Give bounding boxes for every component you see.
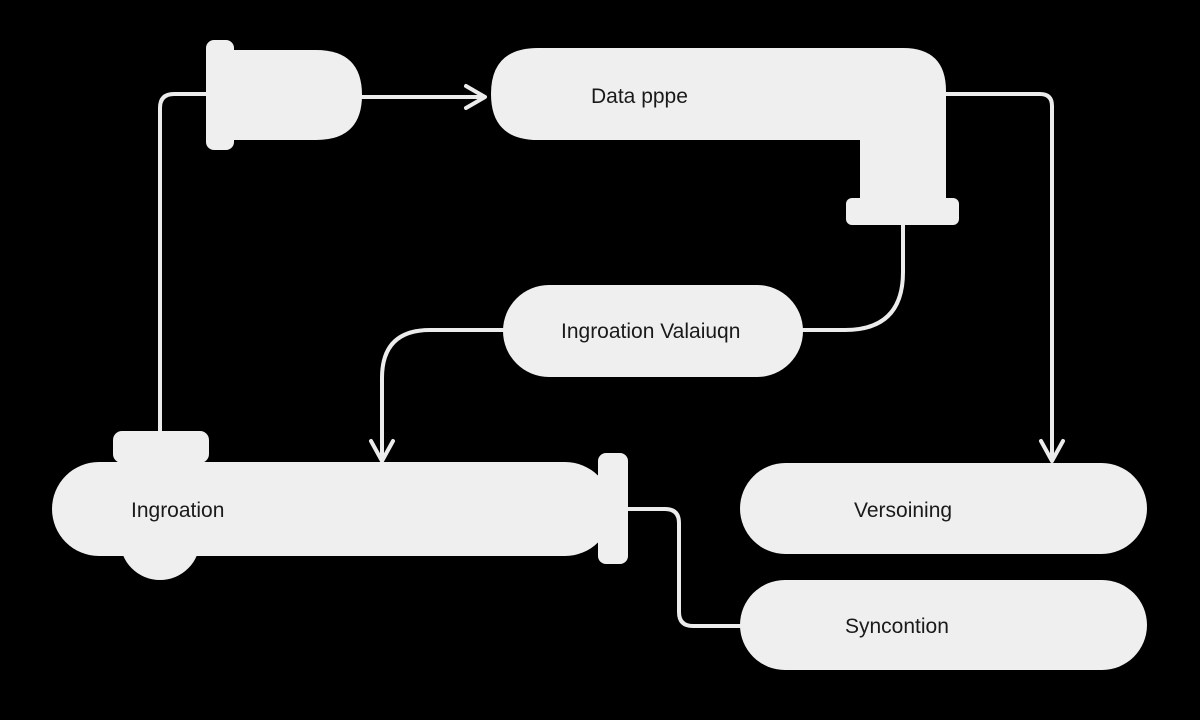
connector-data-pipe-to-versioning (943, 92, 1054, 460)
pipe-outlet-flange (846, 198, 959, 225)
synchronization-label: Syncontion (845, 615, 949, 638)
connector-pipe-outlet-to-validation (798, 222, 905, 332)
connector-ingestion-to-synchronization (625, 507, 744, 628)
connector-ingestion-to-valve (158, 92, 210, 438)
versioning-node: Versoining (740, 463, 1147, 554)
connector-validation-to-ingestion (380, 328, 507, 460)
ingestion-end-flange (598, 453, 628, 564)
ingestion-validation-node: Ingroation Valaiuqn (503, 285, 803, 377)
ingestion-node: Ingroation (52, 431, 628, 580)
connectors (158, 84, 1065, 628)
arrowhead-versioning (1039, 439, 1065, 463)
arrowhead-ingestion (369, 439, 395, 463)
arrowhead-data-pipe (464, 84, 487, 110)
ingestion-top-flange (113, 431, 209, 463)
data-pipe-label: Data pppe (591, 85, 688, 108)
ingestion-label: Ingroation (131, 499, 224, 522)
valve-shape (206, 40, 362, 150)
data-pipe-node: Data pppe (491, 48, 959, 225)
versioning-label: Versoining (854, 499, 952, 522)
ingestion-validation-label: Ingroation Valaiuqn (561, 320, 740, 343)
synchronization-node: Syncontion (740, 580, 1147, 670)
